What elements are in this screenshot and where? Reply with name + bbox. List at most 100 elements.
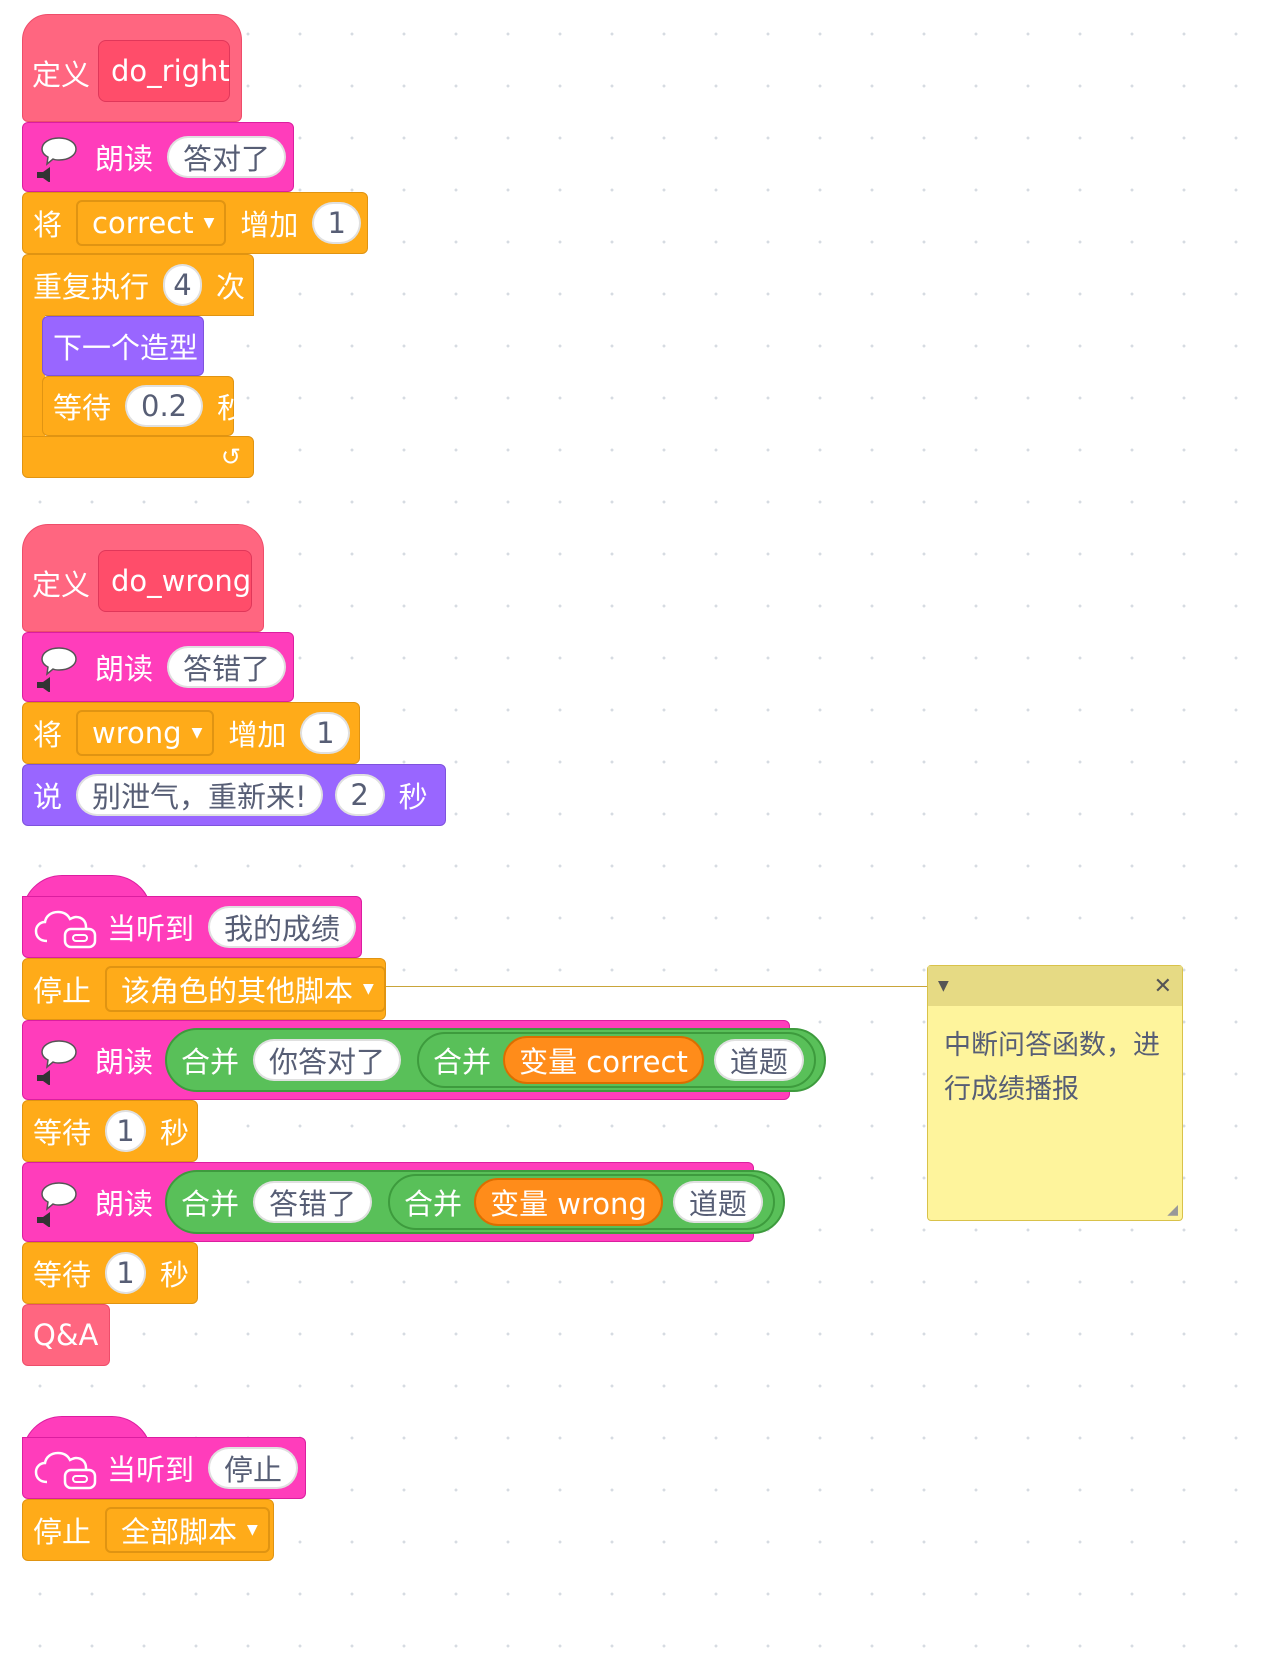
when-receive-hat[interactable]: 当听到 停止: [22, 1437, 306, 1499]
join-reporter[interactable]: 合并 你答对了 合并 变量 correct 道题: [165, 1028, 826, 1092]
join-text-input[interactable]: 你答对了: [253, 1039, 402, 1081]
stop-option-value: 全部脚本: [121, 1515, 238, 1549]
comment-connector-line: [386, 986, 927, 987]
wait-unit: 秒: [217, 391, 247, 425]
change-label: 将: [33, 208, 63, 242]
chevron-down-icon: ▼: [363, 981, 374, 997]
speak-block[interactable]: 朗读 答对了: [22, 122, 294, 192]
chevron-down-icon: ▼: [247, 1522, 258, 1538]
variable-reporter-correct[interactable]: 变量 correct: [503, 1036, 704, 1084]
speak-text-input[interactable]: 答对了: [167, 136, 287, 178]
variable-dropdown-value: wrong: [92, 716, 182, 750]
change-label: 将: [33, 718, 63, 752]
message-dropdown[interactable]: 我的成绩: [208, 906, 357, 948]
say-for-secs-block[interactable]: 说 别泄气，重新来! 2 秒: [22, 764, 446, 826]
join-label: 合并: [181, 1045, 240, 1079]
say-secs-input[interactable]: 2: [334, 774, 385, 816]
qa-label: Q&A: [33, 1318, 99, 1352]
chevron-down-icon: ▼: [203, 215, 215, 231]
wait-block[interactable]: 等待 1 秒: [22, 1242, 198, 1304]
change-value-input[interactable]: 1: [312, 202, 361, 244]
message-dropdown[interactable]: 停止: [208, 1447, 299, 1489]
stop-option-dropdown[interactable]: 全部脚本 ▼: [105, 1507, 270, 1553]
wait-block[interactable]: 等待 0.2 秒: [42, 376, 246, 436]
speech-bubble-speaker-icon: [33, 1177, 87, 1228]
variable-dropdown-value: correct: [92, 206, 194, 240]
join-label: 合并: [181, 1187, 240, 1221]
join-suffix-input[interactable]: 道题: [713, 1039, 804, 1081]
join-reporter-inner[interactable]: 合并 变量 wrong 道题: [388, 1174, 775, 1230]
hat-label: 当听到: [107, 912, 195, 946]
wait-label: 等待: [33, 1116, 92, 1150]
comment-text[interactable]: 中断问答函数，进行成绩播报: [944, 1030, 1160, 1105]
repeat-block-arm: [22, 310, 45, 446]
join-text-input[interactable]: 答错了: [253, 1181, 373, 1223]
speak-label: 朗读: [95, 1045, 154, 1079]
speech-bubble-speaker-icon: [33, 1035, 87, 1086]
wait-unit: 秒: [159, 1116, 189, 1150]
broadcast-cloud-icon: [33, 905, 99, 949]
define-label: 定义: [32, 568, 91, 602]
define-label: 定义: [32, 58, 91, 92]
join-reporter-inner[interactable]: 合并 变量 correct 道题: [417, 1032, 816, 1088]
speak-label: 朗读: [95, 1187, 154, 1221]
change-value-input[interactable]: 1: [300, 712, 351, 754]
join-label: 合并: [404, 1187, 463, 1221]
broadcast-cloud-icon: [33, 1446, 99, 1490]
proc-name-label: do_wrong: [111, 564, 252, 598]
speak-block[interactable]: 朗读 合并 答错了 合并 变量 wrong 道题: [22, 1162, 785, 1242]
call-qa-block[interactable]: Q&A: [22, 1304, 110, 1366]
comment-top-bar[interactable]: ▼ ✕: [928, 966, 1182, 1006]
change-by-label: 增加: [240, 208, 299, 242]
speak-block[interactable]: 朗读 答错了: [22, 632, 294, 702]
hat-label: 当听到: [107, 1453, 195, 1487]
resize-handle-icon[interactable]: ◢: [1167, 1202, 1178, 1218]
stop-option-dropdown[interactable]: 该角色的其他脚本 ▼: [105, 966, 386, 1012]
speech-bubble-speaker-icon: [33, 642, 87, 693]
change-variable-block[interactable]: 将 wrong ▼ 增加 1: [22, 702, 360, 764]
change-variable-block[interactable]: 将 correct ▼ 增加 1: [22, 192, 368, 254]
change-by-label: 增加: [228, 718, 287, 752]
caret-down-icon[interactable]: ▼: [938, 978, 949, 994]
chevron-down-icon: ▼: [191, 725, 203, 741]
speak-label: 朗读: [95, 142, 154, 176]
define-proc-name[interactable]: do_right: [98, 40, 230, 102]
variable-dropdown[interactable]: wrong ▼: [76, 710, 215, 756]
say-text-input[interactable]: 别泄气，重新来!: [76, 774, 323, 816]
join-label: 合并: [433, 1045, 492, 1079]
stop-block[interactable]: 停止 该角色的其他脚本 ▼: [22, 958, 386, 1020]
say-unit: 秒: [398, 780, 428, 814]
stop-option-value: 该角色的其他脚本: [121, 974, 354, 1008]
define-proc-name[interactable]: do_wrong: [98, 550, 252, 612]
wait-value-input[interactable]: 0.2: [125, 385, 204, 427]
repeat-label: 重复执行: [33, 270, 150, 304]
next-costume-label: 下一个造型: [53, 331, 199, 365]
stop-label: 停止: [33, 1515, 92, 1549]
wait-value-input[interactable]: 1: [105, 1110, 146, 1152]
repeat-unit: 次: [215, 270, 245, 304]
wait-unit: 秒: [159, 1258, 189, 1292]
repeat-block-bottom[interactable]: ↺: [22, 436, 254, 478]
stop-label: 停止: [33, 974, 92, 1008]
variable-dropdown[interactable]: correct ▼: [76, 200, 227, 246]
close-icon[interactable]: ✕: [1153, 973, 1172, 999]
stop-block[interactable]: 停止 全部脚本 ▼: [22, 1499, 274, 1561]
wait-value-input[interactable]: 1: [105, 1252, 146, 1294]
speak-label: 朗读: [95, 652, 154, 686]
variable-reporter-wrong[interactable]: 变量 wrong: [474, 1178, 663, 1226]
workspace-comment[interactable]: ▼ ✕ 中断问答函数，进行成绩播报 ◢: [927, 965, 1183, 1221]
say-label: 说: [33, 780, 63, 814]
speak-text-input[interactable]: 答错了: [167, 646, 287, 688]
loop-arrow-icon: ↺: [220, 443, 241, 471]
repeat-count-input[interactable]: 4: [163, 264, 202, 306]
wait-block[interactable]: 等待 1 秒: [22, 1100, 198, 1162]
join-reporter[interactable]: 合并 答错了 合并 变量 wrong 道题: [165, 1170, 785, 1234]
next-costume-block[interactable]: 下一个造型: [42, 316, 204, 376]
wait-label: 等待: [53, 391, 112, 425]
wait-label: 等待: [33, 1258, 92, 1292]
when-receive-hat[interactable]: 当听到 我的成绩: [22, 896, 362, 958]
repeat-block-top[interactable]: 重复执行 4 次: [22, 254, 254, 316]
proc-name-label: do_right: [111, 54, 230, 88]
speak-block[interactable]: 朗读 合并 你答对了 合并 变量 correct 道题: [22, 1020, 826, 1100]
join-suffix-input[interactable]: 道题: [672, 1181, 763, 1223]
